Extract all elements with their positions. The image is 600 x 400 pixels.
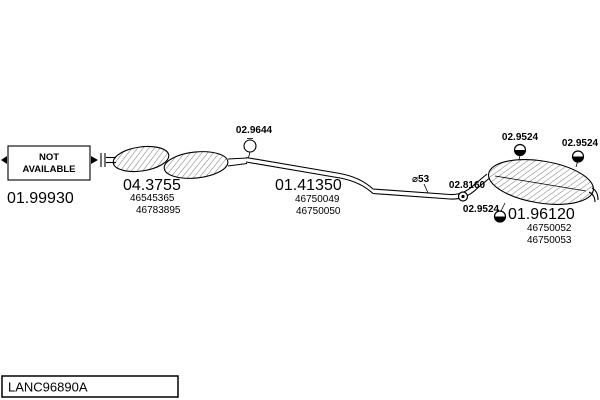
clamp-icon [243,138,257,158]
rear-muffler-code: 01.96120 [508,206,575,223]
not-available-box: NOT AVAILABLE [1,145,91,181]
rear-muffler-part-1: 46750052 [527,223,572,234]
hanger-ring-icon-top-left [513,143,527,157]
pipe-bracket-icon [457,191,469,202]
midpipe-code: 01.41350 [275,177,342,194]
diameter-leader-line [423,183,429,194]
drawing-number-box: LANC96890A [1,375,179,398]
midpipe-part-2: 46750050 [296,206,341,217]
flange-connector-icon [91,153,106,167]
not-available-line1: NOT [39,152,59,163]
drawing-number: LANC96890A [8,380,88,395]
catalyst-part-1: 46545365 [130,193,175,204]
hanger-ring-icon-top-right [571,150,585,163]
pipe-diameter-note: ⌀53 [412,174,430,185]
hanger-code-top-left: 02.9524 [502,132,539,143]
rear-muffler-drawing [487,155,599,212]
clamp-code: 02.9644 [236,125,273,136]
not-available-line2: AVAILABLE [23,164,76,175]
midpipe-part-1: 46750049 [295,194,340,205]
rear-muffler-part-2: 46750053 [527,235,572,246]
hanger-code-top-right: 02.9524 [562,138,599,149]
catalyst-drawing [106,145,248,179]
hanger-code-bottom: 02.9524 [463,204,500,215]
left-arrow-icon [1,156,7,164]
catalyst-code: 04.3755 [123,177,181,194]
front-section-code: 01.99930 [7,190,74,207]
midpipe-drawing [245,156,490,200]
catalyst-part-2: 46783895 [136,205,181,216]
bracket-code: 02.8160 [449,180,486,191]
